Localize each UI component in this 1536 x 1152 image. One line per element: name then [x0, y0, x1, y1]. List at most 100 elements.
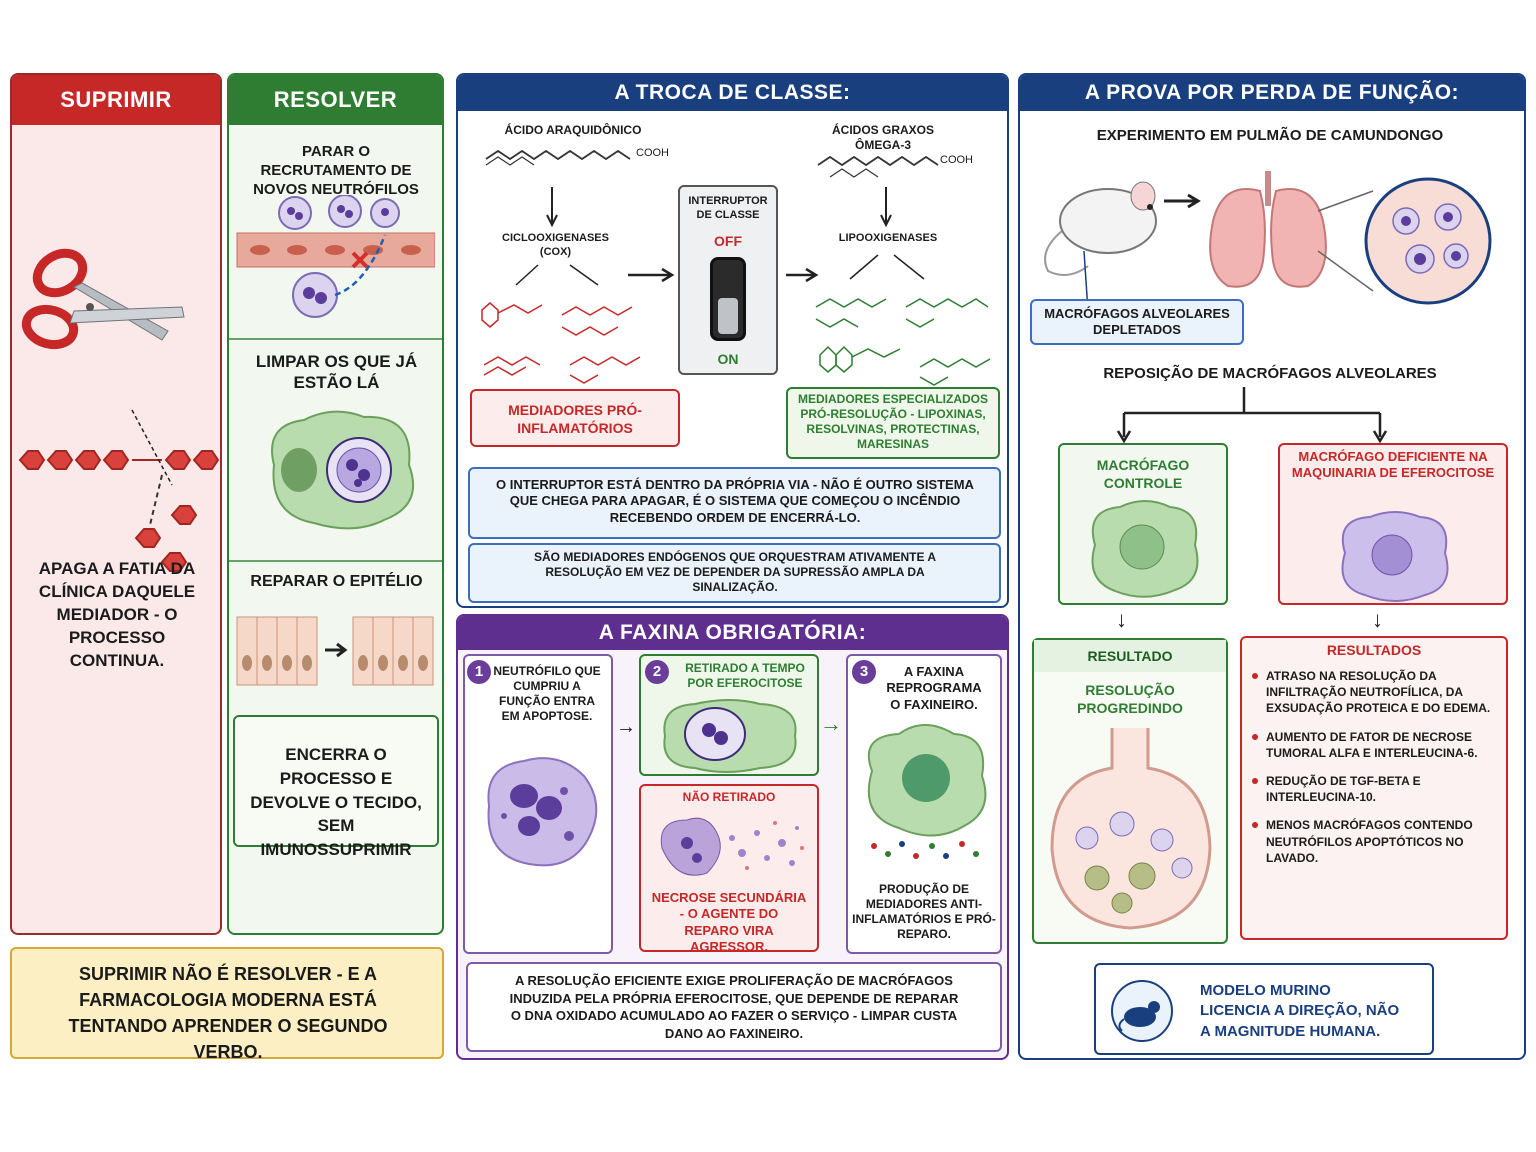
pro-resolving-structures — [815, 298, 991, 386]
acid-right-label: ÁCIDOS GRAXOS ÔMEGA-3 — [831, 123, 934, 152]
reposition-label: REPOSIÇÃO DE MACRÓFAGOS ALVEOLARES — [1103, 365, 1437, 382]
faxina-panel: A FAXINA OBRIGATÓRIA: 1 NEUTRÓFILO QUE C… — [456, 614, 1009, 1060]
resolver-summary-box: ENCERRA O PROCESSO E DEVOLVE O TECIDO, S… — [233, 715, 439, 859]
deficient-label: MACRÓFAGO DEFICIENTE NA MAQUINARIA DE EF… — [1291, 449, 1495, 481]
troca-note1-box: O INTERRUPTOR ESTÁ DENTRO DA PRÓPRIA VIA… — [468, 467, 1001, 539]
branch-arrows — [1116, 387, 1388, 444]
resolver-divider-1 — [229, 338, 442, 340]
experiment-label: EXPERIMENTO EM PULMÃO DE CAMUNDONGO — [1096, 127, 1444, 144]
arrow-down-right-icon: ↓ — [1372, 607, 1383, 632]
troca-note1: O INTERRUPTOR ESTÁ DENTRO DA PRÓPRIA VIA… — [496, 477, 974, 525]
apoptotic-neutrophil-illustration — [487, 757, 598, 867]
faxina-note: A RESOLUÇÃO EFICIENTE EXIGE PROLIFERAÇÃO… — [509, 973, 959, 1041]
prova-header: A PROVA POR PERDA DE FUNÇÃO: — [1020, 75, 1524, 111]
faxina-note-box: A RESOLUÇÃO EFICIENTE EXIGE PROLIFERAÇÃO… — [466, 962, 1002, 1052]
troca-panel: A TROCA DE CLASSE: ÁCIDO ARAQUIDÔNICO ÁC… — [456, 73, 1009, 608]
arrow-right-green-icon: → — [820, 711, 842, 736]
lungs-icon — [1209, 171, 1327, 288]
pro-inflammatory-structures — [481, 302, 641, 384]
arrow-down-left-icon: ↓ — [1116, 607, 1127, 632]
pro-resolving-box: MEDIADORES ESPECIALIZADOS PRÓ-RESOLUÇÃO … — [786, 387, 1000, 459]
cooh-left: COOH — [636, 147, 669, 159]
deficient-macrophage-illustration — [1341, 511, 1449, 602]
depleted-box: MACRÓFAGOS ALVEOLARES DEPLETADOS — [1030, 299, 1244, 345]
neutrophil-icon — [278, 195, 400, 318]
pro-inflammatory-box: MEDIADORES PRÓ-INFLAMATÓRIOS — [470, 389, 680, 447]
secondary-necrosis-illustration — [660, 817, 804, 876]
troca-note2-box: SÃO MEDIADORES ENDÓGENOS QUE ORQUESTRAM … — [468, 543, 1001, 603]
mouse-icon — [1044, 181, 1157, 276]
not-removed-box: NÃO RETIRADO NECROSE SECUNDÁRIA - O AGEN… — [639, 784, 819, 954]
control-box: MACRÓFAGO CONTROLE — [1058, 443, 1228, 605]
resolver-step-clean: LIMPAR OS QUE JÁ ESTÃO LÁ — [255, 352, 418, 393]
epithelium-repair-illustration — [236, 616, 434, 686]
troca-note2: SÃO MEDIADORES ENDÓGENOS QUE ORQUESTRAM … — [533, 550, 937, 594]
result-item: REDUÇÃO DE TGF-BETA E INTERLEUCINA-10. — [1250, 773, 1500, 805]
deficient-box: MACRÓFAGO DEFICIENTE NA MAQUINARIA DE EF… — [1278, 443, 1508, 605]
arrow-right-icon: → — [616, 716, 636, 738]
resolver-panel: RESOLVER PARAR O RECRUTAMENTO DE NOVOS N… — [227, 73, 444, 935]
results-label: RESULTADOS — [1326, 642, 1422, 658]
scissors-cutting-chain-illustration — [18, 248, 220, 572]
not-removed-label: NÃO RETIRADO — [682, 790, 776, 804]
result-text: RESOLUÇÃO PROGREDINDO — [1077, 682, 1183, 716]
result-item: MENOS MACRÓFAGOS CONTENDO NEUTRÓFILOS AP… — [1250, 817, 1500, 866]
murine-note: MODELO MURINO LICENCIA A DIREÇÃO, NÃO A … — [1200, 982, 1400, 1040]
mouse-lung-illustration — [1044, 171, 1492, 311]
result-item: ATRASO NA RESOLUÇÃO DA INFILTRAÇÃO NEUTR… — [1250, 668, 1500, 717]
necrosis-label: NECROSE SECUNDÁRIA - O AGENTE DO REPARO … — [651, 890, 807, 954]
cooh-right: COOH — [940, 154, 973, 166]
macrophage-engulfing-illustration — [271, 410, 414, 530]
blood-vessel-neutrophils-illustration — [236, 195, 435, 318]
resolver-divider-2 — [229, 560, 442, 562]
pro-inflammatory-label: MEDIADORES PRÓ-INFLAMATÓRIOS — [508, 402, 642, 436]
faxina-step3: A FAXINA REPROGRAMA O FAXINEIRO. — [886, 664, 982, 712]
results-box: RESULTADOS ATRASO NA RESOLUÇÃO DA INFILT… — [1240, 636, 1508, 940]
bottom-note: SUPRIMIR NÃO É RESOLVER - E A FARMACOLOG… — [68, 964, 388, 1063]
toggle-switch-icon[interactable] — [710, 257, 746, 341]
suprimir-header: SUPRIMIR — [12, 75, 220, 125]
reprogrammed-macrophage-illustration — [867, 724, 987, 859]
faxina-step1: NEUTRÓFILO QUE CUMPRIU A FUNÇÃO ENTRA EM… — [493, 664, 601, 723]
production-label: PRODUÇÃO DE MEDIADORES ANTI-INFLAMATÓRIO… — [852, 882, 996, 941]
result-item: AUMENTO DE FATOR DE NECROSE TUMORAL ALFA… — [1250, 729, 1500, 761]
step2-number: 2 — [645, 660, 669, 684]
pro-resolving-label: MEDIADORES ESPECIALIZADOS PRÓ-RESOLUÇÃO … — [797, 392, 989, 451]
pathway-chemistry-illustration — [481, 149, 991, 386]
switch-off-label: OFF — [714, 233, 742, 249]
results-list: ATRASO NA RESOLUÇÃO DA INFILTRAÇÃO NEUTR… — [1250, 668, 1500, 878]
murine-note-box: MODELO MURINO LICENCIA A DIREÇÃO, NÃO A … — [1094, 963, 1434, 1055]
faxina-step2: RETIRADO A TEMPO POR EFEROCITOSE — [685, 661, 805, 690]
faxina-step1-box: 1 NEUTRÓFILO QUE CUMPRIU A FUNÇÃO ENTRA … — [463, 654, 613, 954]
efferocytosis-illustration — [663, 699, 797, 773]
omega3-structure — [817, 155, 939, 167]
scissors-icon — [21, 248, 185, 350]
faxina-header: A FAXINA OBRIGATÓRIA: — [458, 616, 1007, 650]
arachidonic-acid-structure — [485, 149, 631, 161]
suprimir-text: APAGA A FATIA DA CLÍNICA DAQUELE MEDIADO… — [38, 559, 196, 670]
result-label: RESULTADO — [1034, 640, 1226, 672]
enzyme-right-label: LIPOOXIGENASES — [838, 232, 938, 244]
resolving-alveolus-illustration — [1050, 728, 1212, 930]
depleted-label: MACRÓFAGOS ALVEOLARES DEPLETADOS — [1044, 306, 1230, 338]
chain-hexagons — [18, 450, 220, 572]
mouse-icon — [1111, 980, 1173, 1042]
resolver-header: RESOLVER — [229, 75, 442, 125]
resolver-step-stop-recruitment: PARAR O RECRUTAMENTO DE NOVOS NEUTRÓFILO… — [253, 143, 419, 198]
troca-header: A TROCA DE CLASSE: — [458, 75, 1007, 111]
prova-panel: A PROVA POR PERDA DE FUNÇÃO: EXPERIMENTO… — [1018, 73, 1526, 1060]
bottom-note-box: SUPRIMIR NÃO É RESOLVER - E A FARMACOLOG… — [10, 947, 444, 1062]
acid-left-label: ÁCIDO ARAQUIDÔNICO — [504, 123, 642, 137]
control-macrophage-illustration — [1091, 500, 1199, 598]
faxina-step2-box: 2 RETIRADO A TEMPO POR EFEROCITOSE — [639, 654, 819, 776]
enzyme-left-label: CICLOOXIGENASES (COX) — [502, 232, 609, 258]
faxina-step3-box: 3 A FAXINA REPROGRAMA O FAXINEIRO. PRODU… — [846, 654, 1002, 954]
class-switch-label: INTERRUPTOR DE CLASSE — [688, 195, 768, 221]
resolver-summary: ENCERRA O PROCESSO E DEVOLVE O TECIDO, S… — [250, 745, 422, 860]
step1-number: 1 — [467, 660, 491, 684]
result-box: RESULTADO RESOLUÇÃO PROGREDINDO — [1032, 638, 1228, 944]
alveolus-zoom-circle — [1364, 177, 1492, 305]
control-label: MACRÓFAGO CONTROLE — [1096, 457, 1190, 491]
switch-on-label: ON — [717, 351, 739, 367]
step3-number: 3 — [852, 660, 876, 684]
